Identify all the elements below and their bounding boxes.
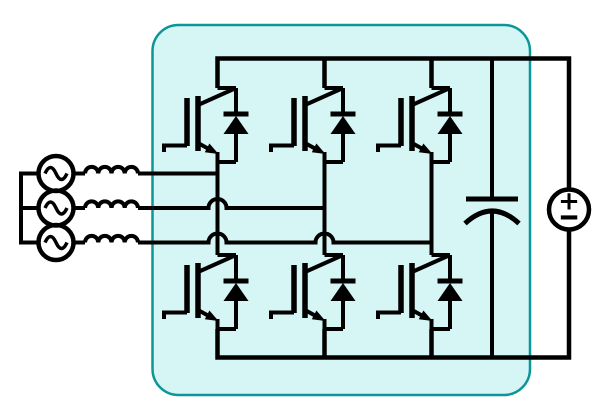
capacitor-plate-bottom-curved (463, 208, 521, 226)
dc-source-circle (546, 187, 592, 232)
circuit-ink: + − (19, 56, 592, 360)
dc-negative-rail (215, 229, 572, 360)
ac-source-phase-c (39, 225, 74, 260)
inductor-phase-c (83, 233, 140, 243)
source-common-bus (19, 171, 39, 245)
dc-voltage-source: + − (546, 187, 592, 232)
bottom-rail-emitter-risers (322, 329, 434, 358)
top-rail-collector-drops (322, 58, 434, 88)
ac-source-phase-a (39, 156, 74, 191)
dc-source-minus-label: − (559, 203, 579, 231)
dc-link-capacitor (463, 58, 521, 358)
inductor-phase-a (83, 164, 140, 174)
dc-positive-rail (215, 56, 572, 190)
dc-source-plus-label: + (558, 187, 580, 217)
inductor-phase-b (83, 199, 140, 209)
ac-source-phase-b (39, 191, 74, 226)
